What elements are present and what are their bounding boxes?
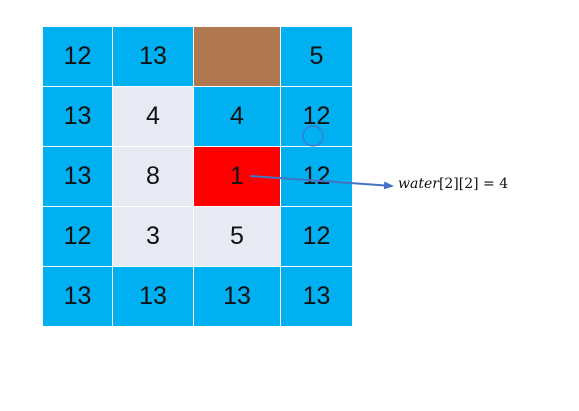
formula-equals: = bbox=[478, 176, 500, 192]
grid-cell-2-0: 13 bbox=[43, 147, 112, 206]
grid-cell-2-1: 8 bbox=[113, 147, 193, 206]
grid-cell-3-1: 3 bbox=[113, 207, 193, 266]
grid-cell-1-3: 12 bbox=[281, 87, 352, 146]
grid-cell-2-3: 12 bbox=[281, 147, 352, 206]
grid-cell-0-1: 13 bbox=[113, 27, 193, 86]
formula-index: [2][2] bbox=[438, 176, 479, 192]
grid-cell-4-0: 13 bbox=[43, 267, 112, 326]
cursor-circle-icon bbox=[302, 125, 324, 147]
water-formula: water[2][2] = 4 bbox=[398, 176, 508, 192]
grid-cell-0-3: 5 bbox=[281, 27, 352, 86]
grid-cell-1-0: 13 bbox=[43, 87, 112, 146]
grid-cell-0-2 bbox=[194, 27, 280, 86]
grid-cell-4-1: 13 bbox=[113, 267, 193, 326]
grid-cell-3-3: 12 bbox=[281, 207, 352, 266]
grid-cell-3-2: 5 bbox=[194, 207, 280, 266]
formula-variable: water bbox=[398, 176, 439, 192]
grid-cell-1-1: 4 bbox=[113, 87, 193, 146]
grid-cell-0-0: 12 bbox=[43, 27, 112, 86]
pointer-arrow bbox=[249, 175, 394, 190]
formula-result: 4 bbox=[499, 176, 509, 192]
grid-cell-4-2: 13 bbox=[194, 267, 280, 326]
grid-cell-4-3: 13 bbox=[281, 267, 352, 326]
grid-cell-1-2: 4 bbox=[194, 87, 280, 146]
height-grid: 12 13 5 13 4 4 12 13 8 1 12 12 3 5 12 13… bbox=[43, 27, 352, 326]
grid-cell-3-0: 12 bbox=[43, 207, 112, 266]
